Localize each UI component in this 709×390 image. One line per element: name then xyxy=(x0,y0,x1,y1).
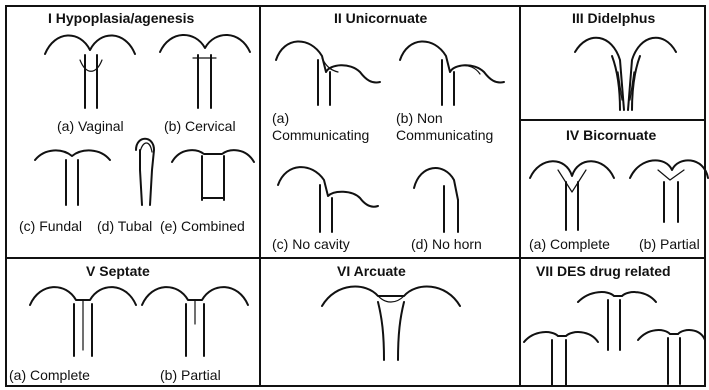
label-bicornuate-complete: (a) Complete xyxy=(529,237,610,252)
label-combined: (e) Combined xyxy=(160,219,245,234)
label-communicating: Communicating xyxy=(272,128,369,143)
figure-septate-partial xyxy=(142,287,248,356)
figure-des-drug-related-right xyxy=(638,330,705,384)
label-fundal: (c) Fundal xyxy=(19,219,82,234)
figure-unicornuate-no-horn xyxy=(414,168,458,232)
panel-title-hypoplasia-agenesis: I Hypoplasia/agenesis xyxy=(48,11,194,26)
panel-borders xyxy=(6,6,705,386)
label-vaginal: (a) Vaginal xyxy=(57,119,124,134)
label-non-communicating: Communicating xyxy=(396,128,493,143)
label-no-cavity: (c) No cavity xyxy=(272,237,350,252)
panel-title-didelphus: III Didelphus xyxy=(572,11,655,26)
panel-title-unicornuate: II Unicornuate xyxy=(334,11,427,26)
figure-didelphus xyxy=(575,38,676,110)
panel-title-bicornuate: IV Bicornuate xyxy=(566,128,656,143)
figure-bicornuate-partial xyxy=(630,160,708,222)
label-tubal: (d) Tubal xyxy=(97,219,152,234)
figure-septate-complete xyxy=(30,287,136,356)
figure-arcuate xyxy=(322,287,460,360)
figure-cervical-hypoplasia xyxy=(160,35,250,108)
figure-des-drug-related-top xyxy=(578,292,656,350)
figure-des-drug-related-left xyxy=(524,332,598,386)
panel-title-septate: V Septate xyxy=(86,264,150,279)
figure-unicornuate-non-communicating xyxy=(400,41,504,105)
panel-title-des-drug-related: VII DES drug related xyxy=(536,264,671,279)
figure-tubal-hypoplasia xyxy=(136,139,154,205)
label-bicornuate-partial: (b) Partial xyxy=(639,237,700,252)
label-septate-partial: (b) Partial xyxy=(160,368,221,383)
label-no-horn: (d) No horn xyxy=(411,237,482,252)
label-communicating-prefix: (a) xyxy=(272,111,289,126)
figure-fundal-hypoplasia xyxy=(35,150,110,205)
figure-unicornuate-communicating xyxy=(276,41,380,105)
figure-unicornuate-no-cavity xyxy=(278,167,378,232)
label-septate-complete: (a) Complete xyxy=(9,368,90,383)
figure-vaginal-hypoplasia xyxy=(45,35,135,108)
label-cervical: (b) Cervical xyxy=(164,119,236,134)
figure-bicornuate-complete xyxy=(530,161,614,230)
figure-combined-hypoplasia xyxy=(172,150,254,200)
panel-title-arcuate: VI Arcuate xyxy=(337,264,406,279)
label-non-prefix: (b) Non xyxy=(396,111,443,126)
